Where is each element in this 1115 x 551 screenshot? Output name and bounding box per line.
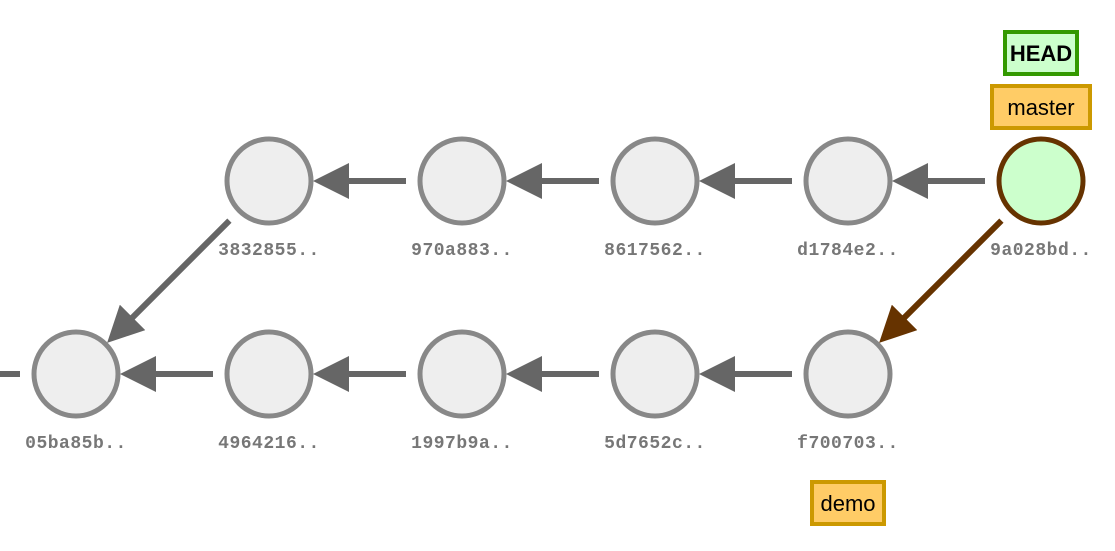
commit-nodes (31, 136, 1086, 419)
commit-node-8617562[interactable] (610, 136, 700, 226)
commit-node-5d7652c[interactable] (610, 329, 700, 419)
commit-node-970a883[interactable] (417, 136, 507, 226)
branch-ref-box-master (990, 84, 1092, 130)
branch-ref-demo[interactable]: demo (810, 480, 886, 526)
branch-ref-master[interactable]: master (990, 84, 1092, 130)
commit-node-05ba85b[interactable] (31, 329, 121, 419)
parent-arrow-3832855-to-05ba85b (107, 218, 232, 343)
branch-ref-box-demo (810, 480, 886, 526)
commit-label-f700703: f700703.. (797, 434, 899, 454)
commit-label-5d7652c: 5d7652c.. (604, 434, 706, 454)
commit-node-9a028bd[interactable] (996, 136, 1086, 226)
branch-ref-label-demo: demo (820, 491, 875, 516)
commit-label-9a028bd: 9a028bd.. (990, 241, 1092, 261)
commit-label-4964216: 4964216.. (218, 434, 320, 454)
commit-label-970a883: 970a883.. (411, 241, 513, 261)
commit-node-4964216[interactable] (224, 329, 314, 419)
commit-node-f700703[interactable] (803, 329, 893, 419)
head-ref[interactable]: HEAD (1003, 30, 1079, 76)
parent-links (0, 163, 1004, 392)
commit-label-d1784e2: d1784e2.. (797, 241, 899, 261)
commit-node-d1784e2[interactable] (803, 136, 893, 226)
commit-label-3832855: 3832855.. (218, 241, 320, 261)
head-ref-box (1003, 30, 1079, 76)
commit-node-1997b9a[interactable] (417, 329, 507, 419)
branch-ref-label-master: master (1007, 95, 1074, 120)
commit-label-05ba85b: 05ba85b.. (25, 434, 127, 454)
commit-label-1997b9a: 1997b9a.. (411, 434, 513, 454)
commit-labels: 3832855.. 970a883.. 8617562.. d1784e2.. 9a02… (25, 241, 1092, 454)
commit-node-3832855[interactable] (224, 136, 314, 226)
commit-label-8617562: 8617562.. (604, 241, 706, 261)
ref-labels: HEAD master demo (810, 30, 1092, 526)
head-ref-label: HEAD (1010, 41, 1072, 66)
parent-arrow-9a028bd-to-f700703 (879, 218, 1004, 343)
